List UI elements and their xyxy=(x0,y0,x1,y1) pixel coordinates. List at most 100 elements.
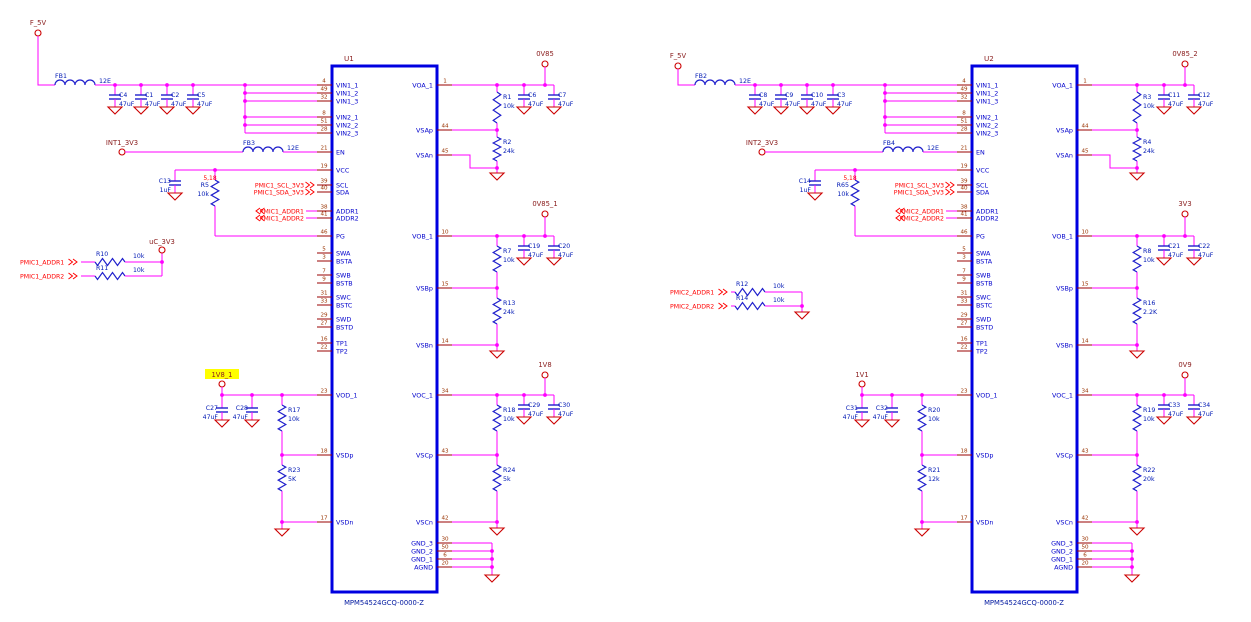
ground-icon xyxy=(746,106,764,115)
port-arrow-icon xyxy=(68,272,74,280)
pin-number: 5 xyxy=(962,247,966,253)
pin-name: SDA xyxy=(976,188,990,196)
ref-des: C4 xyxy=(119,92,127,99)
pin-number: 1 xyxy=(443,79,447,85)
ground-icon xyxy=(132,106,150,115)
resistor xyxy=(491,245,503,273)
power-flag-icon xyxy=(1181,210,1189,218)
junction-dot xyxy=(490,565,494,569)
value: 47uF xyxy=(558,411,574,418)
pin-name: GND_2 xyxy=(1051,547,1073,555)
ground-icon xyxy=(824,106,842,115)
net-label: 1V8_1 xyxy=(211,371,232,379)
wire xyxy=(37,36,55,86)
ref-des: R12 xyxy=(736,281,748,288)
net-label: INT1_3V3 xyxy=(106,139,138,147)
resistor xyxy=(734,287,766,297)
ground-icon xyxy=(483,574,501,583)
ground-icon xyxy=(488,527,506,536)
pin-number: 42 xyxy=(1081,516,1088,522)
value: 12E xyxy=(99,78,111,85)
ground-icon xyxy=(545,106,563,115)
pin-name: EN xyxy=(976,148,985,156)
value: 10k xyxy=(1143,257,1155,264)
pin-number: 30 xyxy=(441,537,449,543)
ref-des: R22 xyxy=(1143,467,1155,474)
ref-des: R21 xyxy=(928,467,940,474)
power-flag-icon xyxy=(1181,371,1189,379)
pin-name: GND_3 xyxy=(1051,539,1073,547)
pin-name: VSBp xyxy=(1056,284,1073,292)
ref-des: R13 xyxy=(503,300,515,307)
ref-des: C1 xyxy=(145,92,153,99)
pin-name: VOB_1 xyxy=(1052,232,1073,240)
pin-number: 17 xyxy=(960,516,968,522)
port-arrow-icon xyxy=(899,214,905,222)
ref-des: C19 xyxy=(528,243,540,250)
value: 10k xyxy=(773,297,785,304)
ground-icon xyxy=(793,311,811,320)
pin-number: 3 xyxy=(322,255,326,261)
pin-number: 19 xyxy=(320,164,328,170)
pin-number: 40 xyxy=(960,186,968,192)
junction-dot xyxy=(1130,557,1134,561)
pin-name: SCL xyxy=(976,181,989,189)
junction-dot xyxy=(1130,549,1134,553)
ground-icon xyxy=(106,106,124,115)
resistor xyxy=(916,404,928,432)
pin-number: 31 xyxy=(320,291,328,297)
pin-name: VSBn xyxy=(1056,341,1073,349)
value: 10k xyxy=(288,416,300,423)
pin-name: BSTD xyxy=(976,323,993,331)
junction-dot xyxy=(1183,393,1187,397)
junction-dot xyxy=(490,557,494,561)
pin-number: 15 xyxy=(1081,282,1089,288)
pin-name: VIN1_2 xyxy=(976,89,998,97)
ground-icon xyxy=(1128,527,1146,536)
pin-name: VOD_1 xyxy=(336,391,357,399)
net-label: PMIC2_ADDR2 xyxy=(900,215,944,222)
value: 5k xyxy=(503,476,511,483)
resistor xyxy=(209,179,221,207)
junction-dot xyxy=(243,99,247,103)
pin-number: 34 xyxy=(1081,389,1089,395)
pin-name: SWB xyxy=(976,271,991,279)
resistor xyxy=(849,179,861,207)
ground-icon xyxy=(1185,106,1203,115)
value: 47uF xyxy=(233,414,249,421)
pin-number: 4 xyxy=(962,79,966,85)
value: 10k xyxy=(837,191,849,198)
port-arrow-icon xyxy=(895,207,901,215)
pin-name: VCC xyxy=(976,166,990,174)
value: 10k xyxy=(773,283,785,290)
port-arrow-icon xyxy=(718,302,724,310)
wire xyxy=(452,154,497,169)
pin-name: SWC xyxy=(976,293,991,301)
value: 47uF xyxy=(1168,101,1184,108)
value: 47uF xyxy=(1198,101,1214,108)
pin-name: AGND xyxy=(414,563,433,571)
pin-number: 4 xyxy=(322,79,326,85)
ground-icon xyxy=(515,416,533,425)
pin-number: 39 xyxy=(320,179,328,185)
value: 47uF xyxy=(843,414,859,421)
ground-icon xyxy=(273,528,291,537)
ref-des: C7 xyxy=(558,92,566,99)
power-flag-icon xyxy=(858,380,866,388)
pin-name: BSTA xyxy=(976,257,993,265)
pin-number: 49 xyxy=(960,87,968,93)
ref-des: U2 xyxy=(984,54,994,63)
value: 47uF xyxy=(528,252,544,259)
pin-name: VSCn xyxy=(1056,518,1073,526)
net-label: 0V9 xyxy=(1178,361,1191,369)
net-label: PMIC1_ADDR1 xyxy=(260,208,304,215)
pin-name: AGND xyxy=(1054,563,1073,571)
value: 47uF xyxy=(873,414,889,421)
pin-name: ADDR2 xyxy=(976,214,999,222)
pin-number: 38 xyxy=(320,205,328,211)
value: 10k xyxy=(503,103,515,110)
pin-name: BSTB xyxy=(336,279,353,287)
value: 47uF xyxy=(558,252,574,259)
net-label: PMIC1_ADDR2 xyxy=(20,273,64,280)
